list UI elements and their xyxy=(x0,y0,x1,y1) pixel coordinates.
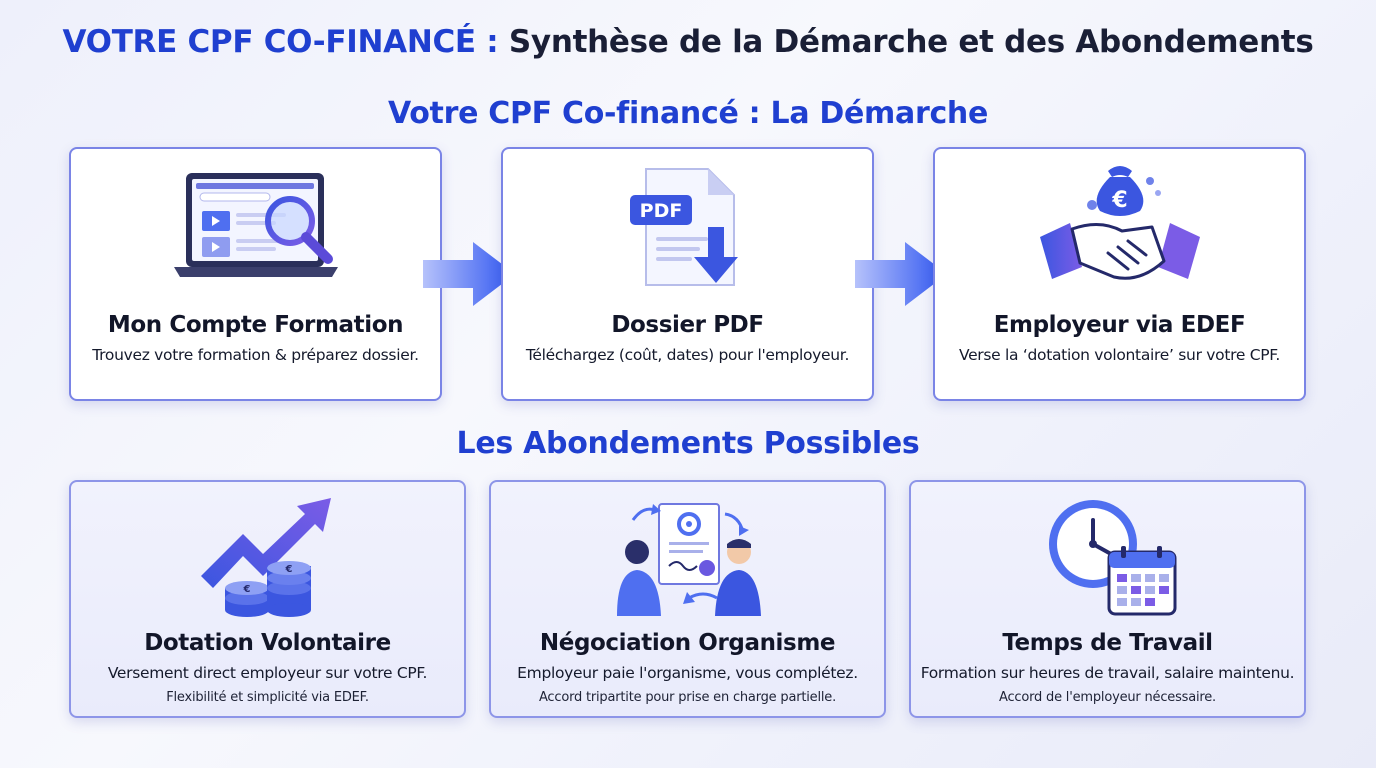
arrow-right-icon xyxy=(423,242,515,306)
abondement-card-negociation-organisme: Négociation Organisme Employeur paie l'o… xyxy=(489,480,886,718)
page-title-accent: VOTRE CPF CO-FINANCÉ : xyxy=(62,24,499,60)
abondement-desc: Formation sur heures de travail, salaire… xyxy=(920,664,1295,682)
clock-calendar-icon xyxy=(1048,500,1176,616)
step-card-mon-compte-formation: Mon Compte Formation Trouvez votre forma… xyxy=(69,147,442,401)
abondement-title: Négociation Organisme xyxy=(539,630,836,656)
step-desc: Verse la ‘dotation volontaire’ sur votre… xyxy=(958,346,1281,364)
step-desc: Téléchargez (coût, dates) pour l'employe… xyxy=(525,346,850,364)
step-card-employeur-edef: € Employeur via EDEF Verse la ‘dotation … xyxy=(933,147,1306,401)
growth-coins-icon: € € xyxy=(200,498,331,617)
abondement-card-temps-de-travail: Temps de Travail Formation sur heures de… xyxy=(909,480,1306,718)
abondement-card-dotation-volontaire: € € Dotation Volontaire Versement direct… xyxy=(69,480,466,718)
section-title-demarche: Votre CPF Co-financé : La Démarche xyxy=(387,96,989,131)
abondement-title: Temps de Travail xyxy=(1002,630,1213,656)
arrow-right-icon xyxy=(855,242,947,306)
euro-label: € xyxy=(1111,188,1127,213)
abondement-title: Dotation Volontaire xyxy=(144,630,391,656)
abondement-desc: Versement direct employeur sur votre CPF… xyxy=(107,664,428,682)
abondement-note: Accord de l'employeur nécessaire. xyxy=(999,690,1216,705)
step-card-dossier-pdf: PDF Dossier PDF Téléchargez (coût, dates… xyxy=(501,147,874,401)
euro-label: € xyxy=(284,564,292,575)
euro-label: € xyxy=(242,584,250,595)
abondement-note: Accord tripartite pour prise en charge p… xyxy=(538,690,837,705)
page-title: VOTRE CPF CO-FINANCÉ : Synthèse de la Dé… xyxy=(0,24,1376,60)
laptop-search-icon xyxy=(173,173,338,277)
step-title: Dossier PDF xyxy=(611,312,764,338)
abondement-desc: Employeur paie l'organisme, vous complét… xyxy=(517,664,858,682)
step-desc: Trouvez votre formation & préparez dossi… xyxy=(92,346,419,364)
step-title: Employeur via EDEF xyxy=(993,312,1246,338)
page-title-rest: Synthèse de la Démarche et des Abondemen… xyxy=(508,24,1314,60)
section-title-abondements: Les Abondements Possibles xyxy=(456,426,920,461)
pdf-label: PDF xyxy=(639,200,682,222)
pdf-download-icon: PDF xyxy=(629,168,738,286)
step-title: Mon Compte Formation xyxy=(107,312,404,338)
handshake-money-icon: € xyxy=(1039,166,1200,280)
abondement-note: Flexibilité et simplicité via EDEF. xyxy=(166,690,369,705)
negotiation-icon xyxy=(616,503,761,616)
